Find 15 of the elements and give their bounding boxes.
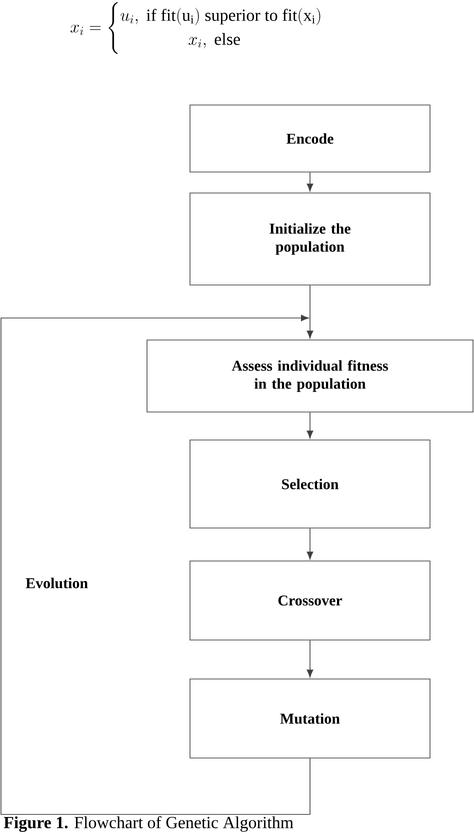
arrow (306, 172, 314, 192)
process-box: Assess individual fitness in the population (146, 340, 474, 412)
arrow (306, 285, 314, 338)
formula: $x_i=\begin{cases}u_i,\ \mathrm{if\ fit(u_i)\ superior\ to\ fit(x_i)}\\ \qquad\qquad x_i,\ \mathrm{else}\end{cases}$ (70, 2, 320, 54)
arrow (306, 412, 314, 438)
process-box: Initialize the population (190, 192, 430, 286)
process-box: Mutation (190, 678, 430, 758)
process-box: Encode (190, 104, 430, 172)
process-box: Crossover (190, 560, 430, 640)
arrow (306, 528, 314, 560)
arrow (306, 640, 314, 678)
loop-label: Evolution (26, 578, 88, 588)
loop-arrow (0, 314, 310, 815)
caption: Figure 1. Flowchart of Genetic Algorithm (4, 816, 294, 832)
process-box: Selection (190, 440, 430, 528)
